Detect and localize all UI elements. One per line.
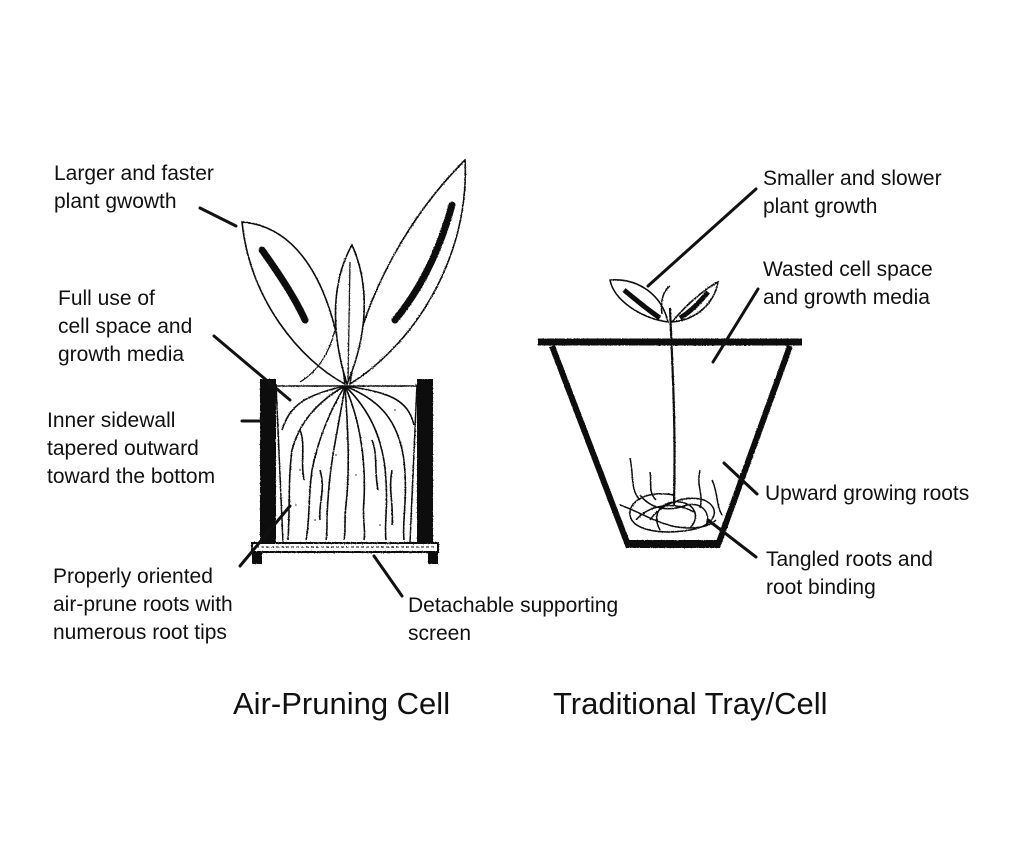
label-line: Upward growing roots bbox=[765, 482, 970, 505]
leader-roots bbox=[238, 504, 292, 568]
leader-wasted-space bbox=[711, 287, 760, 364]
tray-walls bbox=[549, 344, 793, 548]
label-line: growth media bbox=[58, 343, 185, 366]
label-line: Larger and faster bbox=[54, 162, 214, 185]
traditional-leaders bbox=[646, 187, 760, 559]
leader-screen bbox=[372, 554, 404, 598]
label-line: tapered outward bbox=[47, 437, 199, 460]
label-line: root binding bbox=[766, 576, 876, 599]
label-properly-oriented-roots: Properly oriented air-prune roots with n… bbox=[53, 563, 233, 647]
label-line: Tangled roots and bbox=[766, 548, 933, 571]
label-line: Wasted cell space bbox=[763, 258, 933, 281]
tangled-roots bbox=[619, 457, 723, 533]
label-line: cell space and bbox=[58, 315, 193, 338]
leader-upward-roots bbox=[722, 461, 759, 496]
caption-air-pruning-cell: Air-Pruning Cell bbox=[233, 686, 451, 721]
seedling-stem bbox=[668, 307, 676, 506]
label-line: Full use of bbox=[58, 287, 155, 310]
label-upward-growing-roots: Upward growing roots bbox=[765, 480, 969, 508]
label-wasted-cell-space: Wasted cell space and growth media bbox=[763, 256, 933, 312]
label-line: screen bbox=[408, 622, 472, 645]
label-line: Detachable supporting bbox=[408, 594, 619, 617]
label-smaller-slower-growth: Smaller and slower plant growth bbox=[763, 165, 942, 221]
leader-space bbox=[212, 334, 292, 402]
label-detachable-screen: Detachable supporting screen bbox=[408, 592, 618, 648]
label-line: plant gwowth bbox=[54, 190, 177, 213]
label-line: plant growth bbox=[763, 195, 878, 218]
right-leaf bbox=[349, 158, 467, 386]
label-full-use-of-space: Full use of cell space and growth media bbox=[58, 285, 192, 369]
label-line: Smaller and slower bbox=[763, 167, 942, 190]
label-line: numerous root tips bbox=[53, 621, 227, 644]
air-prune-roots bbox=[281, 385, 415, 541]
label-line: Properly oriented bbox=[53, 565, 213, 588]
traditional-cell-drawing bbox=[538, 279, 802, 548]
support-screen bbox=[251, 542, 439, 553]
center-leaf bbox=[334, 243, 366, 387]
leader-tangled bbox=[706, 518, 758, 559]
left-sidewall bbox=[260, 379, 276, 545]
air-pruning-leaders bbox=[198, 206, 404, 598]
label-line: air-prune roots with bbox=[53, 593, 233, 616]
label-inner-sidewall: Inner sidewall tapered outward toward th… bbox=[47, 407, 215, 491]
label-larger-faster-growth: Larger and faster plant gwowth bbox=[54, 160, 214, 216]
leader-smaller-growth bbox=[646, 187, 758, 288]
label-line: and growth media bbox=[763, 286, 930, 309]
label-tangled-roots: Tangled roots and root binding bbox=[766, 546, 933, 602]
caption-traditional-tray-cell: Traditional Tray/Cell bbox=[553, 686, 828, 721]
air-pruning-cell-drawing bbox=[241, 158, 467, 564]
label-line: Inner sidewall bbox=[47, 409, 176, 432]
leader-growth bbox=[198, 206, 238, 228]
right-sidewall bbox=[417, 379, 433, 545]
label-line: toward the bottom bbox=[47, 465, 216, 488]
